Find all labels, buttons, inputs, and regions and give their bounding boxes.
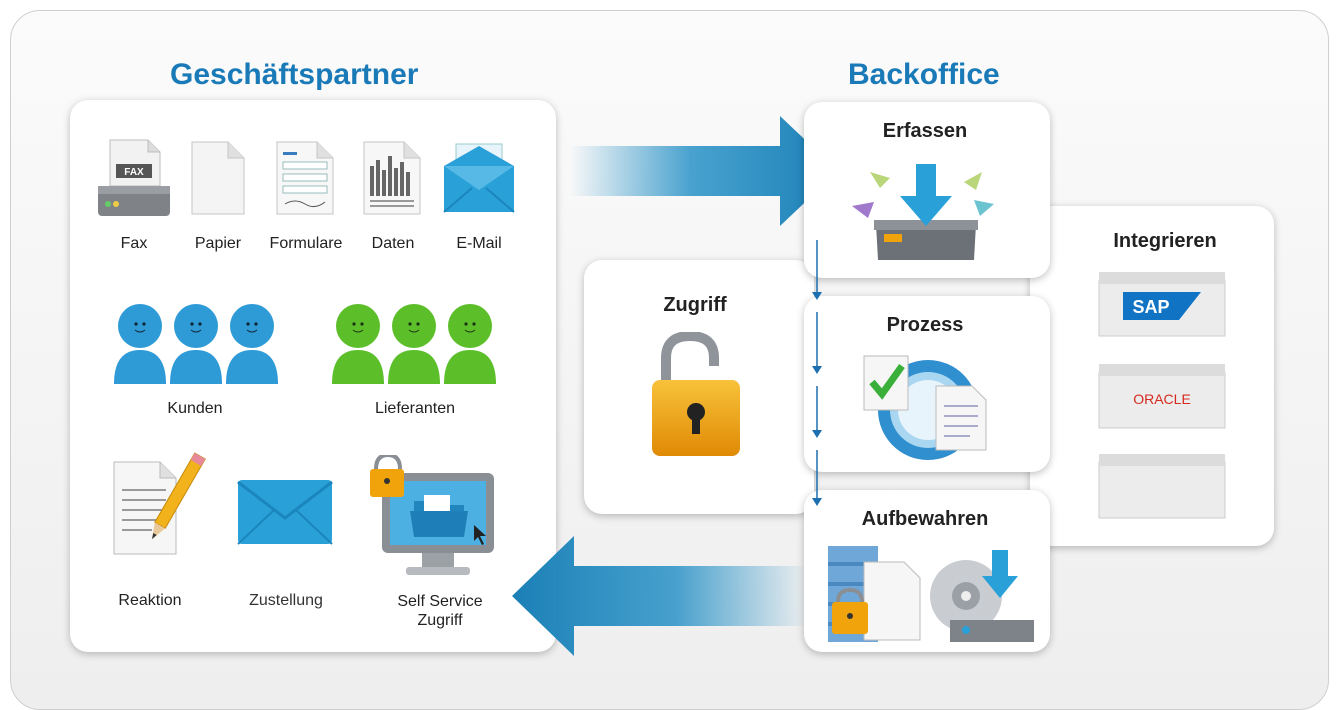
group-label: Kunden (167, 400, 223, 417)
oracle-server-icon: ORACLE (1097, 362, 1227, 430)
oracle-logo-text: ORACLE (1133, 391, 1191, 407)
capture-tray-icon (846, 160, 1006, 264)
fax-text: FAX (124, 167, 144, 178)
group-label: Lieferanten (374, 400, 456, 417)
channel-label: E-Mail (456, 235, 502, 252)
channel-label: Papier (194, 235, 242, 252)
generic-server-icon (1097, 452, 1227, 520)
step-flow-arrow (810, 240, 824, 508)
partners-heading: Geschäftspartner (170, 58, 419, 91)
envelope-icon (236, 478, 334, 546)
backoffice-heading: Backoffice (848, 58, 1000, 91)
padlock-icon (648, 332, 744, 460)
document-pencil-icon (100, 448, 210, 560)
data-icon (362, 140, 422, 216)
suppliers-icon (328, 300, 498, 386)
sap-server-icon: SAP (1097, 270, 1227, 338)
sap-logo-text: SAP (1132, 297, 1169, 317)
form-icon (275, 140, 335, 216)
step-title: Erfassen (882, 120, 968, 142)
output-label: Self Service Zugriff (397, 593, 483, 629)
zugriff-title: Zugriff (663, 294, 727, 316)
outbound-arrow (510, 536, 810, 656)
monitor-lock-icon (370, 455, 498, 579)
inbound-arrow (570, 116, 840, 226)
channel-label: Fax (120, 235, 148, 252)
output-label: Reaktion (118, 592, 182, 609)
integration-title: Integrieren (1113, 230, 1217, 252)
channel-label: Formulare (269, 235, 343, 252)
paper-icon (190, 140, 246, 216)
channel-label: Daten (371, 235, 415, 252)
output-label: Zustellung (249, 592, 323, 609)
disk-drive-icon (926, 546, 1038, 646)
email-icon (442, 140, 516, 214)
process-cycle-icon (860, 346, 1000, 464)
archive-storage-icon (824, 540, 928, 648)
step-title: Prozess (886, 314, 964, 336)
step-title: Aufbewahren (861, 508, 989, 530)
customers-icon (110, 300, 280, 386)
fax-icon: FAX (96, 138, 172, 222)
